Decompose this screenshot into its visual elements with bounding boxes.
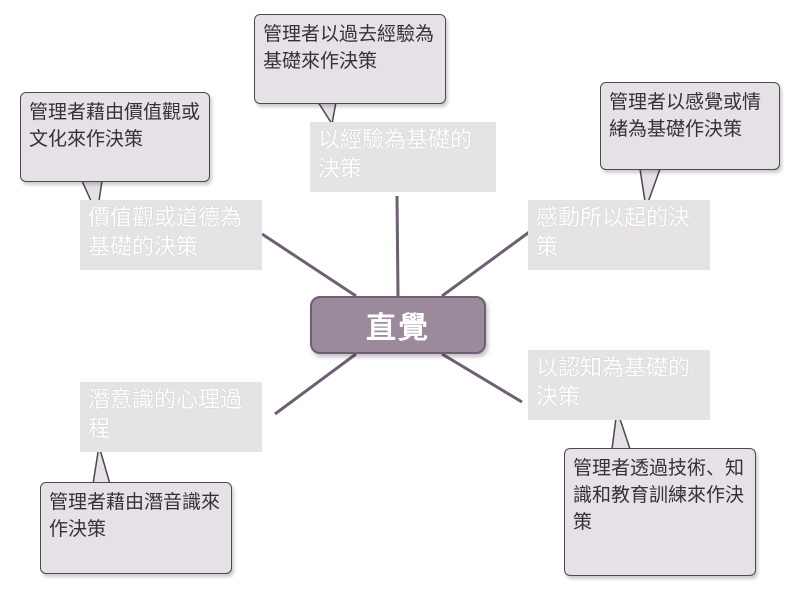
connector-line-lower-right [441, 352, 523, 404]
branch-values: 價值觀或道德為基礎的決策 [80, 200, 262, 270]
callout-subconscious: 管理者藉由潛音識來作決策 [40, 482, 232, 574]
center-node: 直覺 [310, 296, 486, 354]
callout-cognition: 管理者透過技術、知識和教育訓練來作決策 [564, 448, 756, 576]
connector-line-lower-left [274, 352, 357, 416]
branch-experience: 以經驗為基礎的決策 [310, 122, 496, 192]
branch-subconscious: 潛意識的心理過程 [80, 382, 262, 452]
callout-tail-top [316, 101, 337, 127]
branch-cognition: 以認知為基礎的決策 [528, 350, 710, 420]
callout-values: 管理者藉由價值觀或文化來作決策 [20, 92, 210, 182]
connector-line-upper-right [441, 228, 533, 298]
branch-emotion: 感動所以起的決策 [528, 200, 710, 270]
connector-line-upper-left [261, 232, 357, 298]
connector-line-top [395, 195, 400, 297]
callout-experience: 管理者以過去經驗為基礎來作決策 [254, 14, 446, 104]
callout-emotion: 管理者以感覺或情緒為基礎作決策 [600, 82, 780, 170]
